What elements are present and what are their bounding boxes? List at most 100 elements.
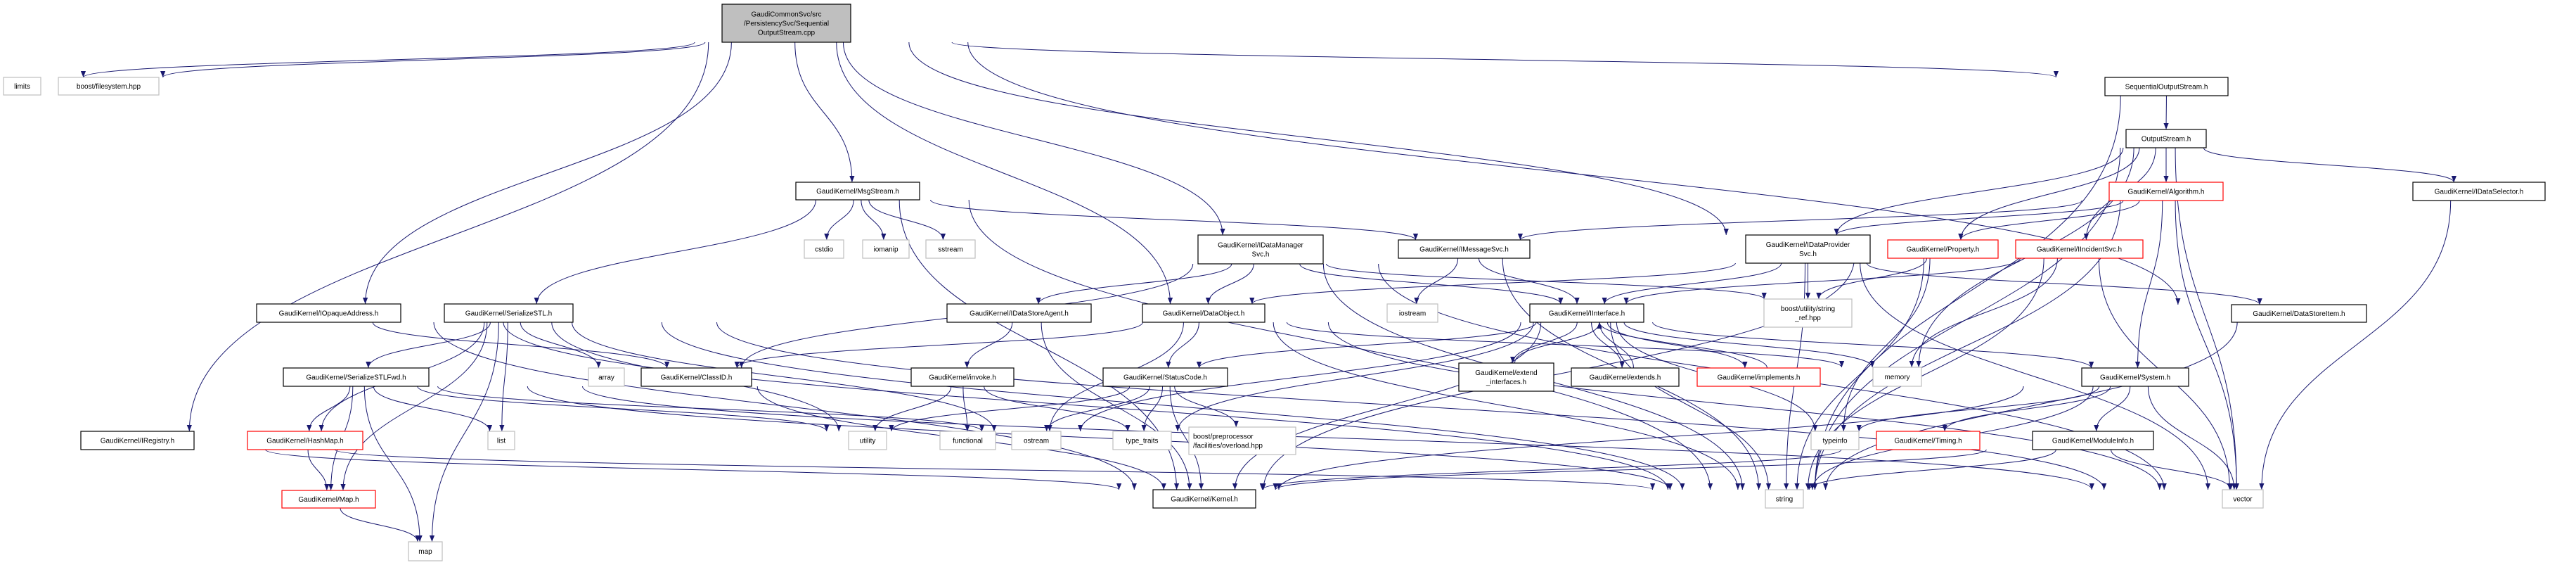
- edge-arrow: [1610, 322, 1772, 490]
- graph-node-dsitem[interactable]: GaudiKernel/DataStoreItem.h: [2231, 304, 2367, 323]
- edge-iinterface-to-string: [1610, 322, 1772, 490]
- edge-arrow: [433, 322, 1137, 490]
- graph-node-timing[interactable]: GaudiKernel/Timing.h: [1876, 431, 1981, 450]
- graph-node-iopaque[interactable]: GaudiKernel/IOpaqueAddress.h: [256, 303, 401, 323]
- graph-node-hashmap[interactable]: GaudiKernel/HashMap.h: [247, 431, 363, 450]
- edge-arrow: [2175, 147, 2239, 490]
- node-box: [1011, 431, 1062, 450]
- node-box: [1152, 489, 1256, 509]
- edge-arrow: [794, 42, 855, 183]
- edge-arrow: [534, 199, 816, 305]
- graph-node-os[interactable]: OutputStream.h: [2125, 129, 2207, 148]
- node-label: GaudiKernel/IMessageSvc.h: [1419, 246, 1509, 254]
- graph-node-dataobject[interactable]: GaudiKernel/DataObject.h: [1142, 303, 1266, 323]
- node-box: [487, 431, 515, 450]
- node-label: GaudiKernel/MsgStream.h: [816, 188, 899, 196]
- node-label: map: [418, 548, 432, 556]
- graph-node-classid[interactable]: GaudiKernel/ClassID.h: [640, 367, 752, 387]
- edge-statuscode-to-utility: [889, 386, 1131, 432]
- edge-arrow: [335, 449, 1655, 490]
- node-box: [2108, 182, 2224, 201]
- graph-node-extends[interactable]: GaudiKernel/extends.h: [1571, 367, 1680, 387]
- edge-algorithm-to-idps: [1834, 200, 2124, 236]
- node-label: GaudiKernel/IIncidentSvc.h: [2037, 246, 2122, 254]
- graph-node-iincident[interactable]: GaudiKernel/IIncidentSvc.h: [2015, 239, 2144, 259]
- edge-os-to-idsel: [2203, 147, 2456, 183]
- edge-arrow: [1174, 386, 1239, 428]
- node-box: [1765, 489, 1804, 509]
- edge-arrow: [307, 449, 330, 491]
- node-label: GaudiKernel/DataObject.h: [1163, 310, 1245, 318]
- node-label: memory: [1884, 374, 1910, 381]
- edge-arrow: [1232, 322, 1542, 490]
- edge-arrow: [1623, 322, 1875, 368]
- edge-dataobject-to-classid: [734, 322, 1143, 369]
- graph-node-imsg[interactable]: GaudiKernel/IMessageSvc.h: [1398, 239, 1531, 259]
- edge-arrow: [842, 42, 1225, 236]
- node-label: iomanip: [873, 246, 898, 254]
- node-label: GaudiKernel/ModuleInfo.h: [2052, 438, 2134, 445]
- edge-iinterface-to-system: [1652, 322, 2094, 369]
- graph-node-mapg[interactable]: GaudiKernel/Map.h: [281, 490, 376, 509]
- edge-property-to-string: [1794, 258, 1924, 490]
- graph-node-implements[interactable]: GaudiKernel/implements.h: [1696, 367, 1821, 387]
- graph-node-iinterface[interactable]: GaudiKernel/IInterface.h: [1529, 303, 1644, 323]
- graph-node-seqos[interactable]: SequentialOutputStream.h: [2104, 77, 2229, 96]
- edge-arrow: [1299, 263, 1564, 305]
- edge-sstl-to-string: [661, 322, 1685, 490]
- edge-sstlfwd-to-string: [527, 386, 1673, 490]
- graph-node-statuscode[interactable]: GaudiKernel/StatusCode.h: [1102, 367, 1228, 387]
- edge-iinterface-to-ostream: [1078, 322, 1521, 432]
- edge-system-to-moduleinfo: [2094, 386, 2131, 432]
- edge-arrow: [661, 322, 1685, 490]
- edge-arrow: [1078, 322, 1521, 432]
- graph-node-invoke[interactable]: GaudiKernel/invoke.h: [910, 367, 1015, 387]
- edge-timing-to-kernel: [1260, 449, 1842, 490]
- graph-node-msgstream[interactable]: GaudiKernel/MsgStream.h: [795, 182, 920, 201]
- node-label: /facilities/overload.hpp: [1193, 443, 1263, 450]
- edge-iopaque-to-classid: [372, 322, 670, 369]
- graph-node-extendif[interactable]: GaudiKernel/extend_interfaces.h: [1458, 362, 1554, 392]
- edge-statuscode-to-ostream: [1044, 386, 1150, 432]
- graph-node-idsel[interactable]: GaudiKernel/IDataSelector.h: [2412, 182, 2546, 201]
- graph-node-idsa[interactable]: GaudiKernel/IDataStoreAgent.h: [946, 303, 1092, 323]
- graph-node-bpp: boost/preprocessor/facilities/overload.h…: [1188, 426, 1296, 455]
- node-label: GaudiKernel/DataStoreItem.h: [2253, 310, 2345, 318]
- edge-arrow: [2203, 147, 2456, 183]
- edge-msgstream-to-string: [968, 199, 1713, 490]
- graph-node-iostream: iostream: [1386, 303, 1438, 323]
- edge-statuscode-to-typetraits: [1141, 386, 1164, 432]
- node-box: [58, 77, 160, 96]
- edge-arrow: [1478, 258, 1580, 305]
- edge-os-to-string: [1812, 147, 2121, 490]
- edge-arrow: [1044, 386, 1150, 432]
- graph-node-kernel[interactable]: GaudiKernel/Kernel.h: [1152, 489, 1256, 509]
- edge-arrow: [868, 199, 946, 241]
- edge-arrow: [716, 322, 2107, 490]
- graph-node-vector: vector: [2222, 489, 2264, 509]
- edge-statuscode-to-bpp: [1174, 386, 1239, 428]
- graph-node-algorithm[interactable]: GaudiKernel/Algorithm.h: [2108, 182, 2224, 201]
- graph-node-system[interactable]: GaudiKernel/System.h: [2081, 367, 2189, 387]
- graph-node-iregistry[interactable]: GaudiKernel/IRegistry.h: [80, 431, 195, 450]
- graph-node-sstl[interactable]: GaudiKernel/SerializeSTL.h: [444, 303, 574, 323]
- graph-node-sstlfwd[interactable]: GaudiKernel/SerializeSTLFwd.h: [283, 367, 430, 387]
- edge-arrow: [1866, 262, 2262, 305]
- edge-idms-to-iinterface: [1299, 263, 1564, 305]
- edge-sstl-to-list: [499, 322, 508, 432]
- edge-arrow: [1205, 263, 1254, 305]
- edge-arrow: [340, 507, 420, 542]
- edge-iinterface-to-memory: [1623, 322, 1875, 368]
- graph-node-moduleinfo[interactable]: GaudiKernel/ModuleInfo.h: [2032, 431, 2154, 450]
- edge-root-to-dsitem: [967, 42, 2181, 305]
- nodes-layer: GaudiCommonSvc/src/PersistencySvc/Sequen…: [3, 4, 2546, 561]
- edge-os-to-property: [1958, 147, 2140, 241]
- graph-node-bfs: boost/filesystem.hpp: [58, 77, 160, 96]
- graph-node-property[interactable]: GaudiKernel/Property.h: [1887, 239, 1999, 259]
- edge-sstlfwd-to-list: [373, 386, 493, 432]
- edge-system-to-typeinfo: [1856, 386, 2100, 432]
- edge-system-to-vector: [2147, 386, 2237, 490]
- graph-node-sstream: sstream: [925, 239, 976, 259]
